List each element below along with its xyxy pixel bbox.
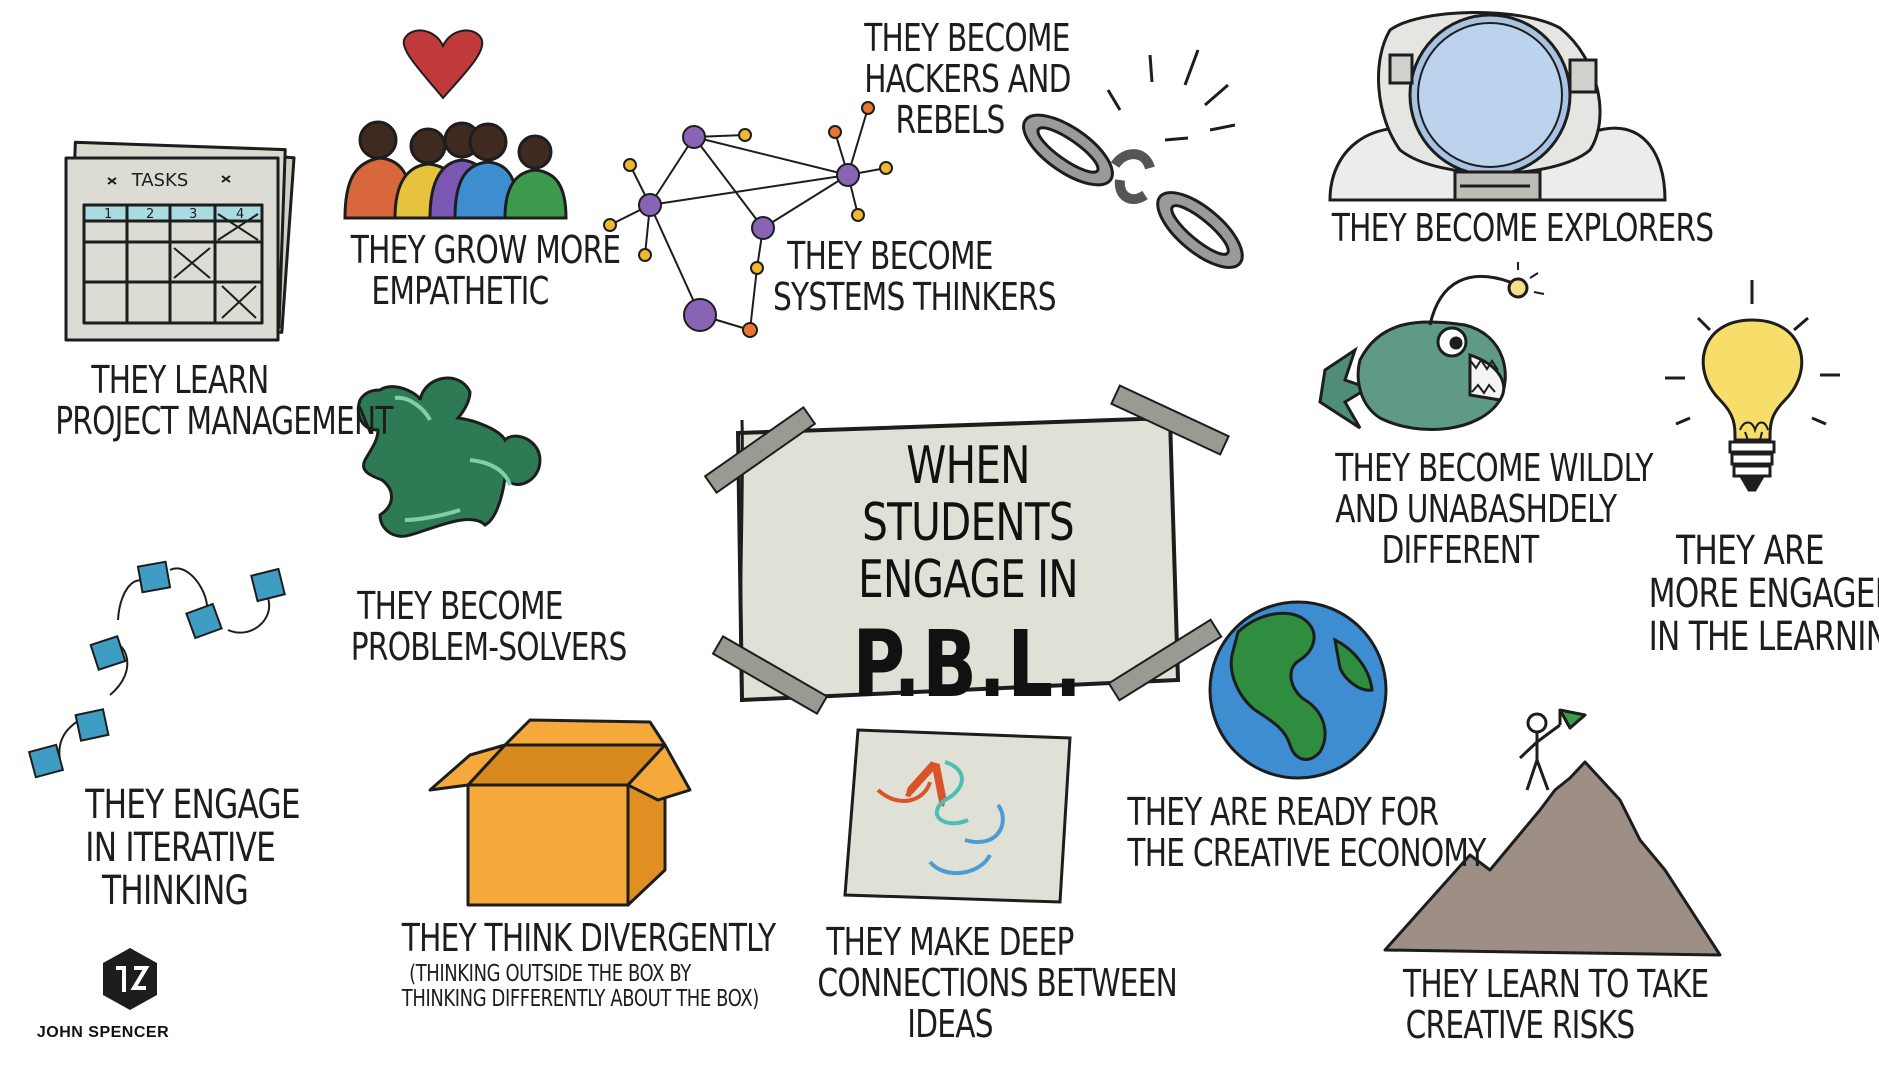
john-spencer-logo-icon [103, 948, 157, 1010]
label-project-management: THEY LEARN PROJECT MANAGEMENT [55, 358, 393, 444]
astronaut-helmet-icon [1328, 11, 1667, 202]
task-board-icon [64, 140, 296, 342]
tasks-column-numbers: 1 2 3 4 [104, 207, 244, 222]
center-title-line-1: WHEN STUDENTS [862, 436, 1074, 554]
label-divergent-note: (THINKING OUTSIDE THE BOX BY THINKING DI… [401, 961, 759, 1012]
tasks-col-1: 1 [104, 207, 112, 222]
people-crowd-icon [343, 120, 568, 220]
open-box-icon [428, 718, 692, 907]
light-bulb-icon [1665, 280, 1840, 492]
sticky-notes-icon [27, 560, 286, 779]
label-wildly-different: THEY BECOME WILDLY AND UNABASHDELY DIFFE… [1335, 446, 1653, 573]
center-title-pbl: P.B.L. [852, 610, 1084, 718]
label-creative-economy: THEY ARE READY FOR THE CREATIVE ECONOMY [1127, 790, 1486, 876]
globe-icon [1208, 600, 1388, 780]
label-hackers-rebels: THEY BECOME HACKERS AND REBELS [864, 16, 1071, 143]
broken-chain-icon [1022, 49, 1244, 269]
tasks-col-2: 2 [146, 207, 154, 222]
angler-fish-icon [1318, 262, 1545, 431]
mountain-flag-icon [1383, 708, 1722, 957]
connections-map-icon [843, 728, 1072, 904]
network-graph-icon [603, 101, 893, 338]
heart-icon [402, 29, 484, 100]
label-systems-thinkers: THEY BECOME SYSTEMS THINKERS [773, 234, 1057, 320]
center-title: WHEN STUDENTS ENGAGE IN P.B.L. [796, 436, 1139, 718]
label-problem-solvers: THEY BECOME PROBLEM-SOLVERS [350, 584, 628, 670]
puzzle-piece-icon [356, 376, 542, 538]
label-divergent: THEY THINK DIVERGENTLY [401, 916, 776, 960]
label-deep-connections: THEY MAKE DEEP CONNECTIONS BETWEEN IDEAS [817, 920, 1178, 1047]
label-explorers: THEY BECOME EXPLORERS [1331, 206, 1714, 250]
label-iterative-thinking: THEY ENGAGE IN ITERATIVE THINKING [85, 782, 300, 915]
tasks-col-4: 4 [236, 207, 244, 222]
label-empathetic: THEY GROW MORE EMPATHETIC [350, 228, 621, 314]
center-title-line-2: ENGAGE IN [858, 550, 1078, 611]
center-note-card [703, 384, 1230, 716]
brand-name: JOHN SPENCER [36, 1024, 170, 1041]
tasks-title: TASKS [131, 170, 189, 191]
label-more-engaged: THEY ARE MORE ENGAGED IN THE LEARNING [1648, 528, 1879, 661]
tasks-col-3: 3 [189, 207, 197, 222]
label-creative-risks: THEY LEARN TO TAKE CREATIVE RISKS [1403, 962, 1709, 1048]
